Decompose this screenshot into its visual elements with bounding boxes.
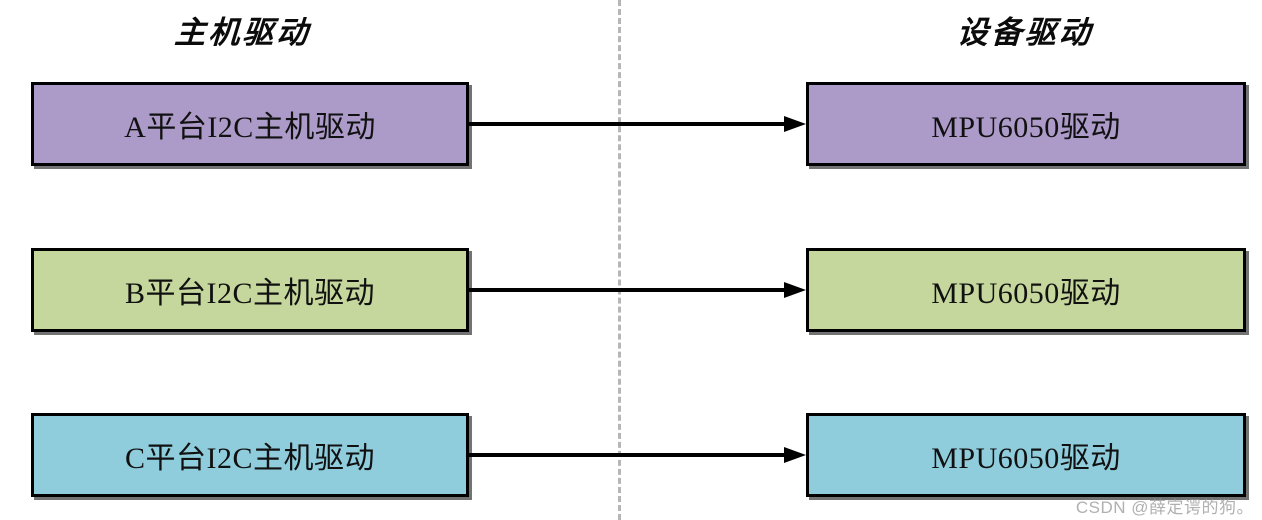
csdn-watermark: CSDN @薛定谔的狗。 xyxy=(1075,498,1254,517)
host-driver-label-b: B平台I2C主机驱动 xyxy=(124,277,375,310)
arrow-shaft xyxy=(469,288,787,292)
host-driver-label-a: A平台I2C主机驱动 xyxy=(124,111,376,144)
device-driver-box-3[interactable]: MPU6050驱动 xyxy=(806,413,1246,497)
device-driver-box-2[interactable]: MPU6050驱动 xyxy=(806,248,1246,332)
arrow-row-2 xyxy=(469,282,806,298)
device-driver-label-3: MPU6050驱动 xyxy=(931,442,1121,475)
arrow-row-1 xyxy=(469,116,806,132)
host-driver-box-c[interactable]: C平台I2C主机驱动 xyxy=(31,413,469,497)
host-driver-box-a[interactable]: A平台I2C主机驱动 xyxy=(31,82,469,166)
arrow-head-icon xyxy=(784,116,806,132)
device-driver-label-1: MPU6050驱动 xyxy=(931,111,1121,144)
arrow-head-icon xyxy=(784,447,806,463)
vertical-dashed-divider xyxy=(618,0,621,520)
device-driver-box-1[interactable]: MPU6050驱动 xyxy=(806,82,1246,166)
arrow-shaft xyxy=(469,122,787,126)
column-header-host: 主机驱动 xyxy=(173,15,312,50)
arrow-row-3 xyxy=(469,447,806,463)
arrow-shaft xyxy=(469,453,787,457)
arrow-head-icon xyxy=(784,282,806,298)
device-driver-label-2: MPU6050驱动 xyxy=(931,277,1121,310)
host-driver-box-b[interactable]: B平台I2C主机驱动 xyxy=(31,248,469,332)
column-header-device: 设备驱动 xyxy=(956,15,1094,50)
host-driver-label-c: C平台I2C主机驱动 xyxy=(124,442,375,475)
